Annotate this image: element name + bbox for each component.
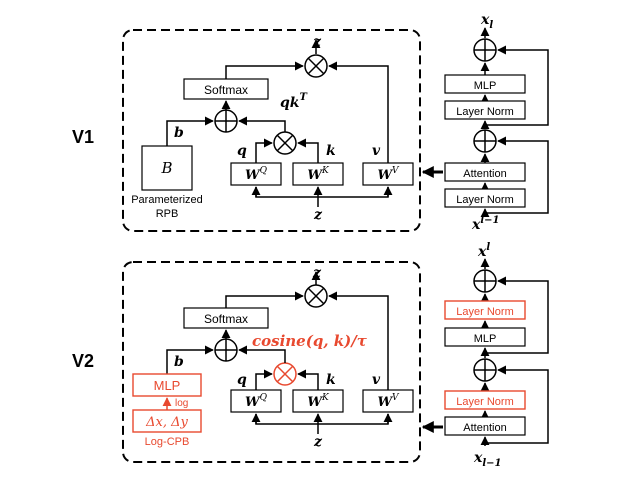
v1-z-bottom: z — [313, 207, 323, 223]
v1-v-label: v — [372, 143, 381, 159]
block1-x-out: xl — [480, 12, 493, 31]
v1-wq-label: WQ — [245, 166, 268, 183]
v2-cosine-multiply-icon — [273, 362, 297, 386]
block1-add-mid-icon — [473, 129, 497, 153]
block2-add-top-icon — [473, 269, 497, 293]
v2-wq-label: WQ — [245, 393, 268, 410]
block2-x-out: xl — [477, 242, 490, 260]
v1-wv-box — [362, 162, 414, 186]
block2-mlp-label: MLP — [474, 333, 497, 345]
block2-layernorm2-box — [444, 390, 526, 410]
v1-B-label: B — [160, 159, 172, 177]
v1-section: V1 z Softmax b qkT q k — [72, 29, 421, 232]
block1-mlp-box — [444, 74, 526, 94]
v1-wq-box — [230, 162, 282, 186]
block2-layernorm2-label: Layer Norm — [456, 396, 513, 408]
v1-rpb-line1: Parameterized — [131, 194, 203, 206]
block2-add-mid-icon — [473, 358, 497, 382]
block1-add-top-icon — [473, 38, 497, 62]
v2-section: V2 z Softmax b cosine(q, k)/τ q k — [72, 261, 421, 463]
v2-delta-box — [132, 409, 202, 433]
v1-wv-label: WV — [377, 166, 400, 183]
v2-v-label: v — [372, 372, 381, 388]
block2-layernorm1-box — [444, 300, 526, 320]
v2-delta-label: Δx, Δy — [145, 415, 188, 430]
v2-mlp-box — [132, 373, 202, 397]
v2-b-label: b — [174, 354, 184, 370]
block1-layernorm2-box — [444, 188, 526, 208]
v2-transformer-block: xl Layer Norm MLP Layer Norm Attention x… — [421, 242, 549, 469]
block2-x-in: xl−1 — [473, 450, 502, 469]
v1-rpb-line2: RPB — [156, 208, 179, 220]
block1-layernorm1-label: Layer Norm — [456, 106, 513, 118]
block1-mlp-label: MLP — [474, 80, 497, 92]
block1-attention-box — [444, 162, 526, 182]
v1-label: V1 — [72, 127, 94, 147]
v2-q-label: q — [237, 372, 247, 388]
block2-layernorm1-label: Layer Norm — [456, 306, 513, 318]
v1-k-label: k — [326, 143, 336, 159]
v2-multiply-top-icon — [304, 284, 328, 308]
v2-log-label: log — [175, 398, 188, 409]
v2-label: V2 — [72, 351, 94, 371]
block1-attention-label: Attention — [463, 168, 506, 180]
v2-k-label: k — [326, 372, 336, 388]
v1-b-label: b — [174, 125, 184, 141]
block2-attention-box — [444, 416, 526, 436]
v1-multiply-qk-icon — [273, 131, 297, 155]
v1-B-box — [141, 145, 193, 191]
v1-dashed-frame — [122, 29, 421, 232]
v2-add-icon — [214, 338, 238, 362]
v2-mlp-label: MLP — [154, 378, 181, 393]
v1-wk-label: WK — [307, 166, 330, 183]
v1-z-top: z — [312, 34, 322, 50]
v2-wv-box — [362, 389, 414, 413]
block1-x-in: xl−1 — [471, 215, 500, 233]
v2-wq-box — [230, 389, 282, 413]
v2-cosine-label: cosine(q, k)/τ — [252, 332, 368, 350]
v1-wk-box — [292, 162, 344, 186]
v2-softmax-label: Softmax — [204, 312, 248, 326]
v2-wv-label: WV — [377, 393, 400, 410]
block2-attention-label: Attention — [463, 422, 506, 434]
v2-z-top: z — [312, 265, 322, 281]
v2-logcpb-label: Log-CPB — [145, 436, 190, 448]
block1-layernorm1-box — [444, 100, 526, 120]
v1-transformer-block: xl MLP Layer Norm Attention Layer Norm x… — [421, 12, 549, 233]
v2-dashed-frame — [122, 261, 421, 463]
v1-softmax-label: Softmax — [204, 83, 248, 97]
block1-layernorm2-label: Layer Norm — [456, 194, 513, 206]
block2-mlp-box — [444, 327, 526, 347]
v1-q-label: q — [237, 143, 247, 159]
v1-add-icon — [214, 109, 238, 133]
v2-wk-box — [292, 389, 344, 413]
v1-qkT-label: qkT — [280, 92, 309, 111]
v2-wk-label: WK — [307, 393, 330, 410]
v2-z-bottom: z — [313, 434, 323, 450]
v1-multiply-top-icon — [304, 54, 328, 78]
